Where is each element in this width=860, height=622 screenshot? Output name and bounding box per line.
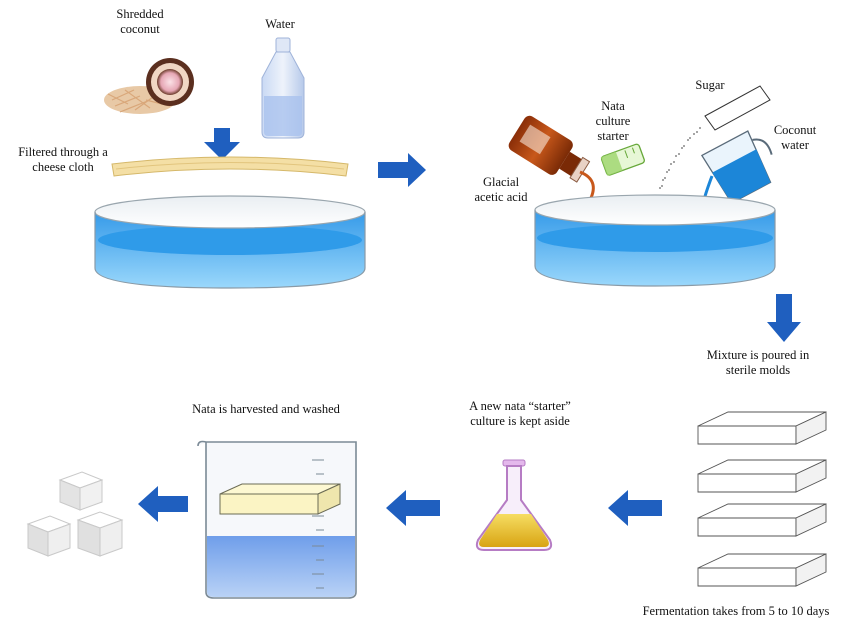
mold-icon — [698, 504, 826, 536]
label-water: Water — [250, 17, 310, 32]
down-arrow — [767, 294, 801, 342]
beaker-icon — [198, 442, 356, 599]
label-filtered: Filtered through a cheese cloth — [4, 145, 122, 175]
label-shredded-coconut: Shredded coconut — [98, 7, 182, 37]
label-sugar: Sugar — [685, 78, 735, 93]
label-harvested: Nata is harvested and washed — [150, 402, 382, 417]
label-fermentation: Fermentation takes from 5 to 10 days — [612, 604, 860, 619]
label-nata-starter: Nata culture starter — [588, 99, 638, 144]
mold-icon — [698, 412, 826, 444]
down-arrow — [204, 128, 240, 160]
coconut-icon — [104, 58, 194, 114]
label-new-starter: A new nata “starter” culture is kept asi… — [440, 399, 600, 429]
label-coconut-water: Coconut water — [762, 123, 828, 153]
dish-icon — [535, 195, 775, 286]
nata-cubes-icon — [28, 472, 122, 556]
left-arrow — [386, 490, 440, 526]
left-arrow — [608, 490, 662, 526]
left-arrow — [138, 486, 188, 522]
starter-tube-icon — [601, 143, 645, 175]
mold-icon — [698, 554, 826, 586]
dish-icon — [95, 196, 365, 288]
mold-icon — [698, 460, 826, 492]
acid-stream — [580, 172, 593, 200]
label-glacial: Glacial acetic acid — [456, 175, 546, 205]
right-arrow — [378, 153, 426, 187]
flask-icon — [477, 460, 551, 550]
water-bottle-icon — [262, 38, 304, 138]
cheese-cloth-icon — [112, 157, 348, 176]
nata-block — [220, 484, 340, 514]
label-mixture: Mixture is poured in sterile molds — [682, 348, 834, 378]
